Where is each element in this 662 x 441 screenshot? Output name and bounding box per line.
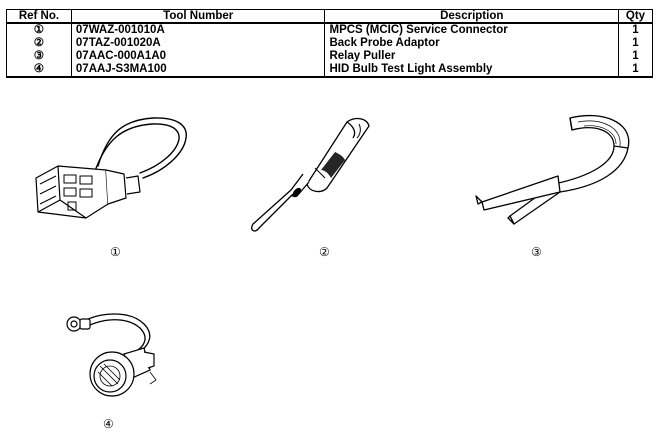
header-tool-number: Tool Number: [70, 9, 326, 24]
header-ref-no: Ref No.: [6, 9, 72, 24]
ref-cell: ④: [6, 63, 72, 78]
hid-test-light-drawing: [66, 313, 157, 397]
qty-cell: 1: [618, 23, 653, 37]
table-row: ② 07TAZ-001020A Back Probe Adaptor 1: [6, 37, 653, 50]
service-connector-drawing: [35, 117, 187, 219]
tool-number-cell: 07AAC-000A1A0: [70, 50, 326, 63]
ref-cell: ①: [6, 23, 72, 37]
description-cell: Back Probe Adaptor: [324, 37, 619, 50]
qty-cell: 1: [618, 37, 653, 50]
special-tools-table: Ref No. Tool Number Description Qty ① 07…: [6, 9, 653, 78]
tool-number-cell: 07AAJ-S3MA100: [70, 63, 326, 78]
description-cell: MPCS (MCIC) Service Connector: [324, 23, 619, 37]
figure-callout-4: ④: [103, 417, 114, 431]
table-row: ③ 07AAC-000A1A0 Relay Puller 1: [6, 50, 653, 63]
header-qty: Qty: [618, 9, 653, 24]
description-cell: Relay Puller: [324, 50, 619, 63]
relay-puller-drawing: [475, 114, 630, 225]
figure-callout-3: ③: [531, 245, 542, 259]
tool-number-cell: 07TAZ-001020A: [70, 37, 326, 50]
header-description: Description: [324, 9, 619, 24]
ref-cell: ②: [6, 37, 72, 50]
back-probe-adaptor-drawing: [251, 117, 370, 232]
tool-number-cell: 07WAZ-001010A: [70, 23, 326, 37]
table-row: ① 07WAZ-001010A MPCS (MCIC) Service Conn…: [6, 23, 653, 37]
table-header-row: Ref No. Tool Number Description Qty: [6, 9, 653, 24]
qty-cell: 1: [618, 50, 653, 63]
ref-cell: ③: [6, 50, 72, 63]
qty-cell: 1: [618, 63, 653, 78]
figure-callout-2: ②: [319, 245, 330, 259]
figure-callout-1: ①: [110, 245, 121, 259]
table-row: ④ 07AAJ-S3MA100 HID Bulb Test Light Asse…: [6, 63, 653, 78]
description-cell: HID Bulb Test Light Assembly: [324, 63, 619, 78]
